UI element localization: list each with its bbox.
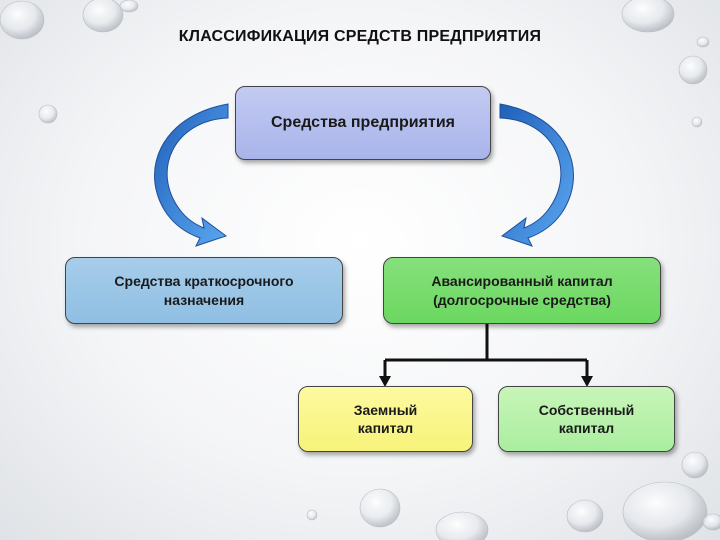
node-borrowed-line1: Заемный xyxy=(353,401,418,418)
node-own-capital: Собственный капитал xyxy=(498,386,675,452)
node-short-term-assets: Средства краткосрочного назначения xyxy=(65,257,343,324)
right-curved-arrow xyxy=(499,103,574,247)
tree-connector xyxy=(383,324,589,378)
node-borrowed-capital: Заемный капитал xyxy=(298,386,473,452)
node-enterprise-assets: Средства предприятия xyxy=(235,86,491,160)
node-advanced-capital-line2: (долгосрочные средства) xyxy=(433,291,611,308)
node-short-term-line1: Средства краткосрочного xyxy=(114,273,294,290)
node-own-line2: капитал xyxy=(558,420,615,436)
node-advanced-capital: Авансированный капитал (долгосрочные сре… xyxy=(383,257,661,324)
page-title: КЛАССИФИКАЦИЯ СРЕДСТВ ПРЕДПРИЯТИЯ xyxy=(178,28,542,45)
node-own-line1: Собственный xyxy=(538,401,635,418)
connector-arrowheads xyxy=(379,376,593,387)
node-advanced-capital-line1: Авансированный капитал xyxy=(431,273,613,290)
node-borrowed-line2: капитал xyxy=(357,420,414,436)
left-curved-arrow xyxy=(154,103,229,247)
node-short-term-line2: назначения xyxy=(163,291,245,308)
node-enterprise-assets-label: Средства предприятия xyxy=(271,113,455,131)
